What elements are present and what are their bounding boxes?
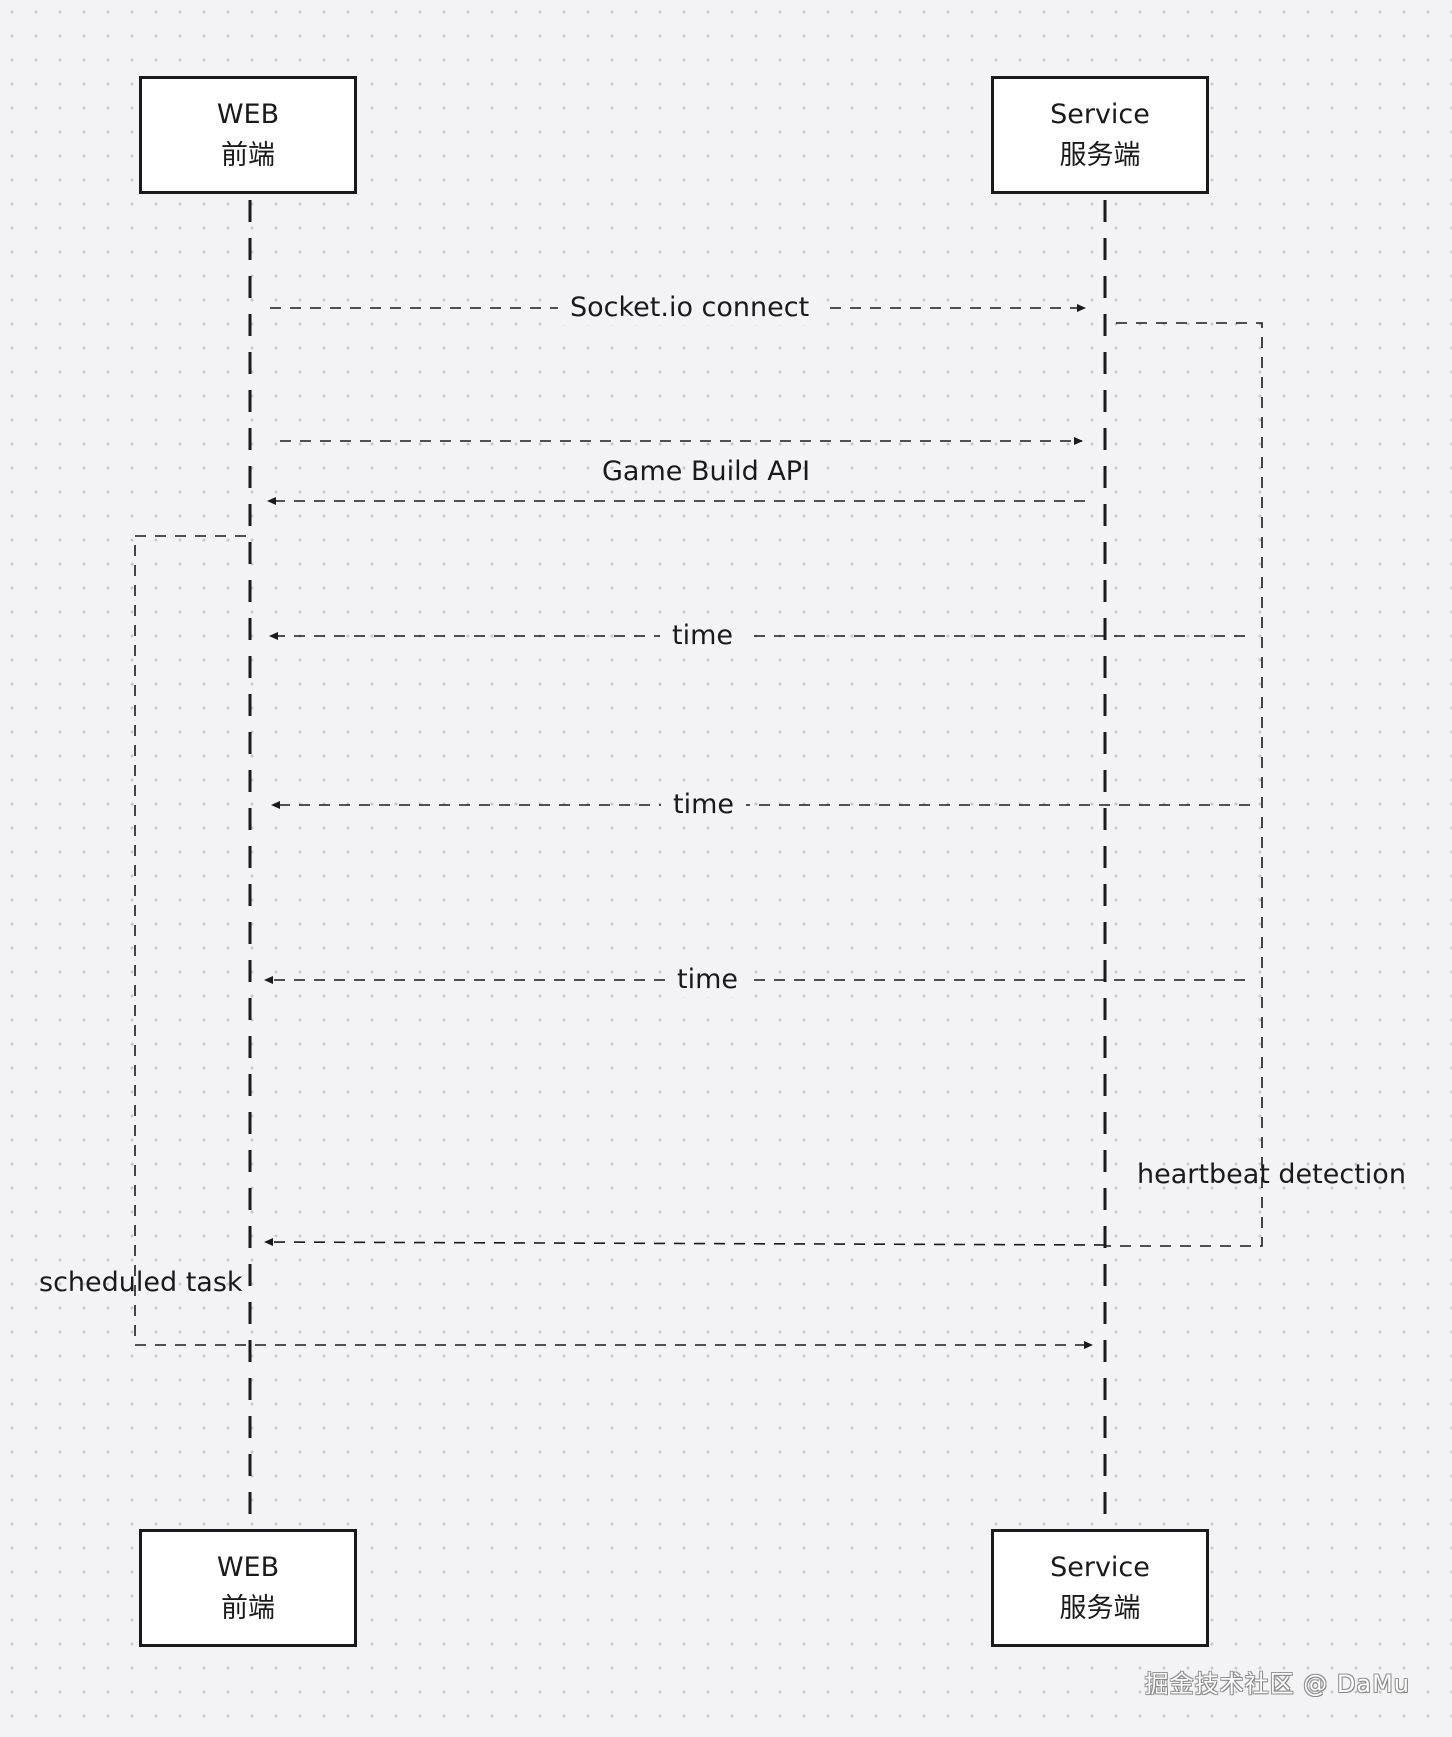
heartbeat-loop-path	[1105, 322, 1263, 1247]
service-actor-title: Service	[1050, 99, 1150, 130]
web-actor-title: WEB	[216, 99, 280, 130]
game-build-api-label: Game Build API	[602, 456, 811, 487]
scheduled-task-loop-path	[134, 535, 1093, 1349]
service-actor-top: Service 服务端	[991, 76, 1209, 194]
web-actor-subtitle: 前端	[221, 1593, 275, 1624]
heartbeat-detection-label: heartbeat detection	[1137, 1159, 1406, 1190]
service-actor-subtitle: 服务端	[1059, 140, 1141, 171]
time-label-2: time	[661, 788, 747, 822]
service-actor-bottom: Service 服务端	[991, 1529, 1209, 1647]
watermark-text: 掘金技术社区 @ DaMu	[1144, 1670, 1410, 1698]
service-actor-title: Service	[1050, 1552, 1150, 1583]
time-label-1: time	[660, 619, 746, 653]
web-actor-bottom: WEB 前端	[139, 1529, 357, 1647]
scheduled-task-label: scheduled task	[39, 1267, 243, 1298]
web-actor-subtitle: 前端	[221, 140, 275, 171]
service-actor-subtitle: 服务端	[1059, 1593, 1141, 1624]
heartbeat-arrow	[264, 1238, 1106, 1247]
time-label-3: time	[665, 963, 751, 997]
web-actor-top: WEB 前端	[139, 76, 357, 194]
socket-connect-label: Socket.io connect	[558, 291, 822, 325]
web-actor-title: WEB	[216, 1552, 280, 1583]
